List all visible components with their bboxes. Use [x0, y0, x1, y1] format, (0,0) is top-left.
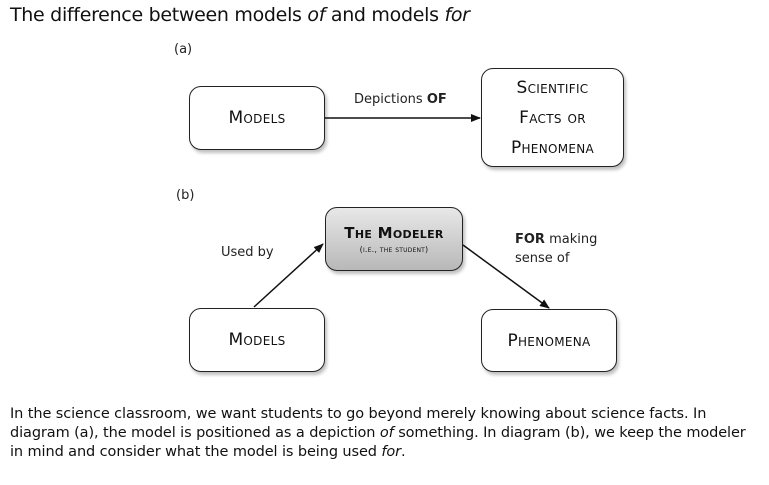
modeler-box: The Modeler (i.e., the student): [325, 207, 463, 271]
used-by-label: Used by: [221, 245, 274, 260]
diagram-b-label: (b): [176, 188, 195, 203]
for-rest-line-2: sense of: [515, 251, 570, 266]
facts-phenomena-box: Scientific Facts or Phenomena: [481, 68, 624, 167]
facts-line-1: Scientific: [516, 77, 589, 98]
arrow-for-making-sense: [462, 244, 550, 309]
depictions-of-label: Depictions OF: [354, 90, 447, 109]
page-title: The difference between models of and mod…: [10, 4, 470, 26]
models-box-a: Models: [189, 86, 325, 150]
facts-line-2: Facts or: [519, 107, 586, 128]
for-rest-line-1: making: [544, 232, 598, 247]
caption-for: for: [381, 444, 402, 460]
models-box-b: Models: [189, 308, 325, 372]
title-of: of: [307, 4, 326, 26]
depictions-text: Depictions: [354, 92, 427, 107]
title-middle: and models: [325, 4, 445, 26]
title-prefix: The difference between models: [10, 4, 308, 26]
caption-of: of: [379, 425, 394, 441]
depictions-of-bold: OF: [426, 92, 447, 107]
diagram-a-label: (a): [174, 42, 193, 57]
for-making-sense-label: FOR making sense of: [515, 230, 597, 268]
modeler-subtitle: (i.e., the student): [359, 245, 429, 254]
facts-line-3: Phenomena: [510, 137, 595, 158]
caption-part-1: In the science classroom, we want studen…: [10, 406, 707, 441]
phenomena-box: Phenomena: [481, 309, 617, 372]
modeler-title: The Modeler: [344, 224, 444, 242]
caption-part-3: .: [401, 444, 406, 460]
title-for: for: [444, 4, 470, 26]
caption: In the science classroom, we want studen…: [10, 405, 762, 462]
for-bold: FOR: [515, 232, 545, 247]
arrow-used-by: [253, 243, 324, 308]
caption-part-2: something. In diagram (b), we keep the m…: [10, 425, 746, 460]
